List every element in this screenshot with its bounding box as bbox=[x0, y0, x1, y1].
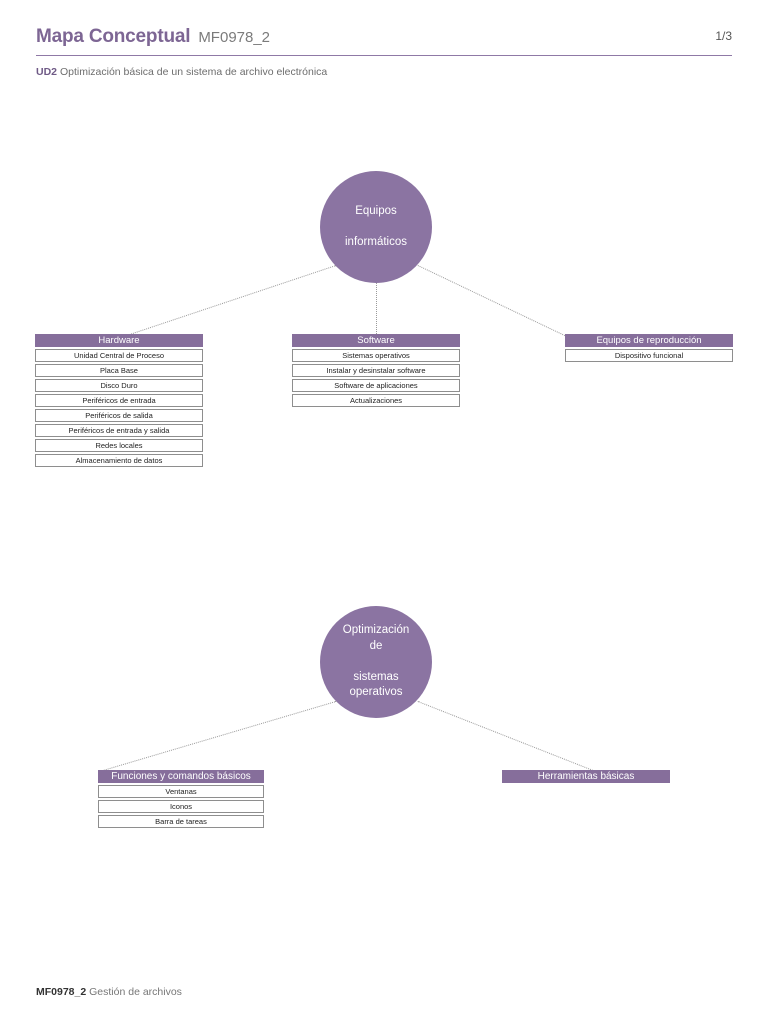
branch-funciones-item-0[interactable]: Ventanas bbox=[98, 785, 264, 798]
page-indicator: 1/3 bbox=[715, 29, 732, 43]
branch-funciones-header[interactable]: Funciones y comandos básicos bbox=[98, 770, 264, 783]
branch-hardware: Hardware Unidad Central de Proceso Placa… bbox=[35, 334, 203, 467]
connector-root1-software bbox=[376, 281, 377, 334]
branch-equipos-reproduccion-header[interactable]: Equipos de reproducción bbox=[565, 334, 733, 347]
branch-hardware-item-5[interactable]: Periféricos de entrada y salida bbox=[35, 424, 203, 437]
connector-root1-hardware bbox=[111, 265, 336, 341]
branch-software-item-2[interactable]: Software de aplicaciones bbox=[292, 379, 460, 392]
branch-software-item-1[interactable]: Instalar y desinstalar software bbox=[292, 364, 460, 377]
title-row: Mapa Conceptual MF0978_2 bbox=[36, 26, 732, 48]
unit-label: UD2 bbox=[36, 66, 58, 78]
branch-software-item-0[interactable]: Sistemas operativos bbox=[292, 349, 460, 362]
branch-hardware-item-4[interactable]: Periféricos de salida bbox=[35, 409, 203, 422]
branch-hardware-item-2[interactable]: Disco Duro bbox=[35, 379, 203, 392]
page-header: Mapa Conceptual MF0978_2 1/3 bbox=[36, 26, 732, 48]
branch-software: Software Sistemas operativos Instalar y … bbox=[292, 334, 460, 407]
branch-hardware-header[interactable]: Hardware bbox=[35, 334, 203, 347]
footer-text: Gestión de archivos bbox=[89, 986, 182, 998]
root-node-optimizacion: Optimización de sistemas operativos bbox=[320, 606, 432, 718]
title-divider bbox=[36, 55, 732, 56]
root-label-line2: informáticos bbox=[345, 235, 407, 248]
root-node-equipos-informaticos: Equipos informáticos bbox=[320, 171, 432, 283]
unit-subtitle: UD2 Optimización básica de un sistema de… bbox=[36, 66, 327, 78]
branch-hardware-item-3[interactable]: Periféricos de entrada bbox=[35, 394, 203, 407]
root-node-2-label: Optimización de sistemas operativos bbox=[320, 623, 432, 701]
page-footer: MF0978_2 Gestión de archivos bbox=[36, 986, 182, 998]
branch-equipos-reproduccion-item-0[interactable]: Dispositivo funcional bbox=[565, 349, 733, 362]
branch-hardware-item-6[interactable]: Redes locales bbox=[35, 439, 203, 452]
footer-code: MF0978_2 bbox=[36, 986, 87, 998]
root2-label-line2: sistemas operativos bbox=[349, 670, 403, 699]
branch-hardware-item-1[interactable]: Placa Base bbox=[35, 364, 203, 377]
branch-herramientas-header[interactable]: Herramientas básicas bbox=[502, 770, 670, 783]
branch-funciones-comandos: Funciones y comandos básicos Ventanas Ic… bbox=[98, 770, 264, 828]
branch-funciones-item-1[interactable]: Iconos bbox=[98, 800, 264, 813]
root2-label-line1: Optimización de bbox=[342, 624, 410, 652]
root-label-line1: Equipos bbox=[355, 204, 397, 217]
root-node-label: Equipos informáticos bbox=[325, 204, 427, 251]
unit-title: Optimización básica de un sistema de arc… bbox=[59, 66, 328, 78]
branch-software-item-3[interactable]: Actualizaciones bbox=[292, 394, 460, 407]
page-title-code: MF0978_2 bbox=[198, 29, 271, 46]
connector-root2-funciones bbox=[99, 701, 336, 772]
branch-software-header[interactable]: Software bbox=[292, 334, 460, 347]
branch-equipos-reproduccion: Equipos de reproducción Dispositivo func… bbox=[565, 334, 733, 362]
branch-herramientas-basicas: Herramientas básicas bbox=[502, 770, 670, 783]
branch-hardware-item-0[interactable]: Unidad Central de Proceso bbox=[35, 349, 203, 362]
branch-funciones-item-2[interactable]: Barra de tareas bbox=[98, 815, 264, 828]
connector-root1-repro bbox=[417, 265, 566, 337]
connector-root2-herramientas bbox=[417, 701, 599, 774]
branch-hardware-item-7[interactable]: Almacenamiento de datos bbox=[35, 454, 203, 467]
page-title: Mapa Conceptual bbox=[36, 26, 191, 47]
